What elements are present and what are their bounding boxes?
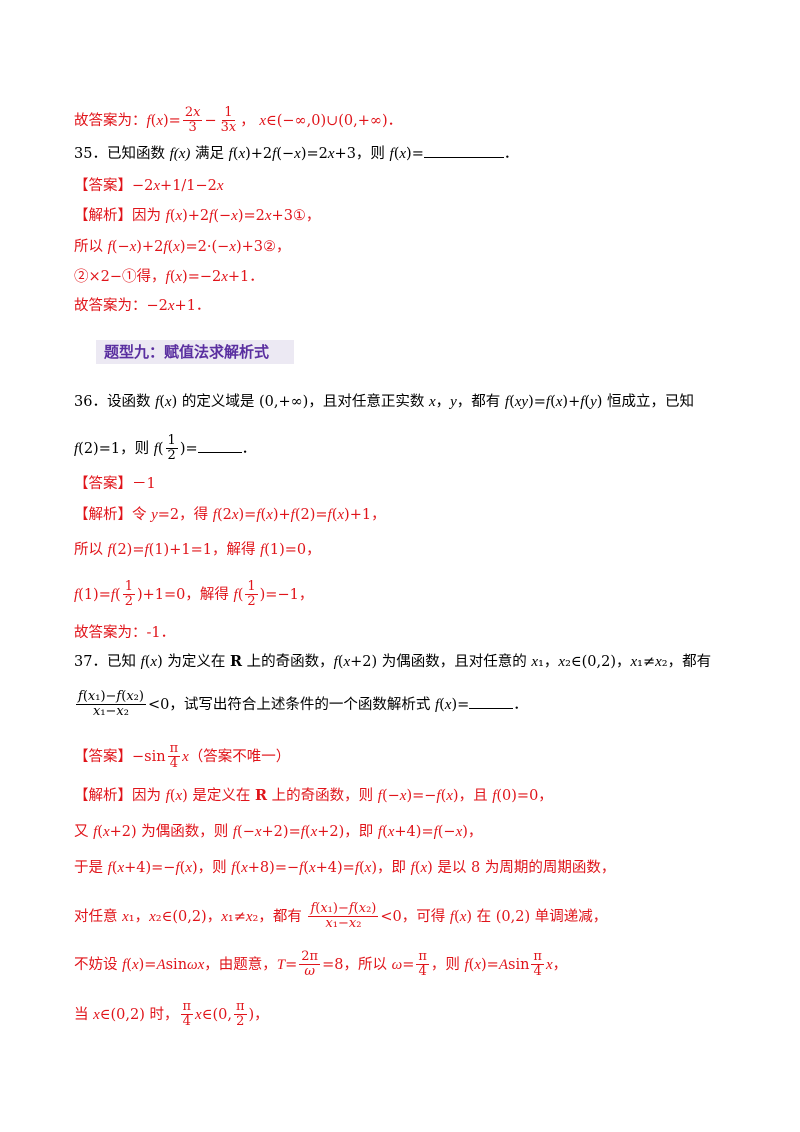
analysis-37-line2: 又 f(x+2) 为偶函数，则 f(−x+2)=f(x+2)，即 f(x+4)=… bbox=[74, 824, 483, 840]
answer-blank bbox=[469, 696, 514, 709]
question-37-line2: f(x₁)−f(x₂)x₁−x₂<0，试写出符合上述条件的一个函数解析式 f(x… bbox=[76, 689, 528, 720]
section-heading: 题型九：赋值法求解析式 bbox=[104, 343, 270, 361]
analysis-35-line3: ②×2−①得，f(x)=−2x+1． bbox=[74, 269, 264, 285]
answer-blank bbox=[423, 145, 504, 158]
analysis-35-line4: 故答案为：−2x+1． bbox=[74, 298, 211, 314]
answer-35: 【答案】−2x+1/1−2x bbox=[74, 178, 224, 194]
analysis-37-line4: 对任意 x₁，x₂∈(0,2)，x₁≠x₂，都有 f(x₁)−f(x₂)x₁−x… bbox=[74, 901, 608, 932]
analysis-35-line1: 【解析】因为 f(x)+2f(−x)=2x+3①， bbox=[74, 208, 321, 224]
question-36-line1: 36．设函数 f(x) 的定义域是 (0,+∞)，且对任意正实数 x，y，都有 … bbox=[74, 394, 694, 410]
question-35: 35．已知函数 f(x) 满足 f(x)+2f(−x)=2x+3，则 f(x)=… bbox=[74, 145, 519, 162]
question-37-line1: 37．已知 f(x) 为定义在 R 上的奇函数，f(x+2) 为偶函数，且对任意… bbox=[74, 653, 712, 670]
analysis-36-line4: 故答案为：-1． bbox=[74, 625, 176, 641]
section-heading-band bbox=[96, 340, 294, 364]
analysis-35-line2: 所以 f(−x)+2f(x)=2·(−x)+3②， bbox=[74, 239, 291, 255]
answer-blank bbox=[197, 440, 242, 453]
answer-36: 【答案】－1 bbox=[74, 476, 156, 492]
analysis-37-line3: 于是 f(x+4)=−f(x)，则 f(x+8)=−f(x+4)=f(x)，即 … bbox=[74, 860, 616, 876]
analysis-36-line1: 【解析】令 y=2，得 f(2x)=f(x)+f(2)=f(x)+1， bbox=[74, 507, 386, 523]
analysis-37-line1: 【解析】因为 f(x) 是定义在 R 上的奇函数，则 f(−x)=−f(x)，且… bbox=[74, 787, 553, 804]
analysis-36-line2: 所以 f(2)=f(1)+1=1，解得 f(1)=0， bbox=[74, 542, 321, 558]
